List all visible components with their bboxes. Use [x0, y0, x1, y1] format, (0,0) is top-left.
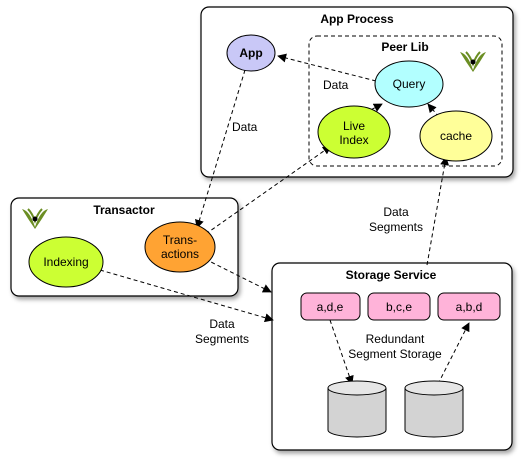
node-transactions-label: actions [161, 247, 199, 261]
peer-lib-box: Peer Lib [308, 35, 503, 167]
segment-box[interactable]: b,c,e [367, 292, 431, 321]
node-app[interactable]: App [226, 34, 276, 72]
segment-box[interactable]: a,b,d [437, 292, 501, 321]
edge-label-line: Segment Storage [348, 347, 442, 361]
edge-label-query-data: Data [323, 78, 349, 92]
edge-label-transactor-to-storage: Data Segments [195, 317, 249, 346]
edge-label-line: Data [209, 317, 235, 331]
segment-box[interactable]: a,d,e [300, 292, 361, 321]
edge-query-to-app [277, 53, 377, 82]
edge-label-line: Segments [195, 332, 249, 346]
node-live-index[interactable]: Live Index [317, 105, 391, 159]
node-query[interactable]: Query [374, 60, 444, 108]
edge-transactions-to-storage [204, 258, 272, 293]
segment-label: a,d,e [317, 300, 344, 314]
edge-label-line: Segments [369, 220, 423, 234]
app-process-title: App Process [320, 12, 394, 26]
edge-transactions-to-liveindex [199, 145, 332, 239]
node-app-label: App [239, 46, 262, 60]
edge-label-storage-to-peer: Data Segments [369, 205, 423, 234]
node-query-label: Query [393, 77, 426, 91]
edge-storage-to-peerlib [426, 156, 450, 266]
node-indexing[interactable]: Indexing [28, 236, 104, 288]
node-transactions[interactable]: Trans- actions [144, 221, 216, 273]
transactor-title: Transactor [93, 203, 155, 217]
segment-label: b,c,e [386, 300, 412, 314]
node-live-index-label: Index [339, 133, 368, 147]
edge-indexing-to-storage [99, 269, 274, 323]
node-cache-label: cache [440, 129, 472, 143]
storage-service-title: Storage Service [346, 268, 437, 282]
node-live-index-label: Live [343, 119, 365, 133]
disk-icon [327, 380, 387, 438]
node-transactions-label: Trans- [163, 233, 197, 247]
disk-icon [404, 380, 464, 438]
node-cache[interactable]: cache [419, 110, 493, 162]
segment-label: a,b,d [456, 300, 483, 314]
edge-label-redundant: Redundant Segment Storage [348, 332, 442, 361]
node-indexing-label: Indexing [43, 255, 88, 269]
edge-label-line: Redundant [366, 332, 425, 346]
edge-label-line: Data [383, 205, 409, 219]
edge-label-app-data: Data [232, 120, 258, 134]
edge-disk-to-seg3 [437, 322, 470, 385]
peer-lib-title: Peer Lib [381, 40, 428, 54]
edge-seg1-to-disk [329, 319, 354, 385]
